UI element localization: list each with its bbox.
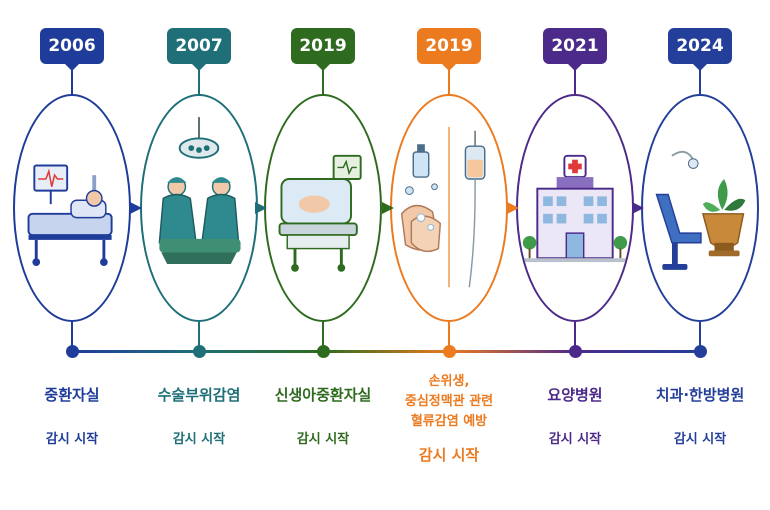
timeline-dot xyxy=(65,345,79,358)
connector xyxy=(71,70,73,96)
icu-bed-icon xyxy=(13,94,131,322)
year-badge: 2019 xyxy=(291,28,355,71)
connector xyxy=(198,70,200,96)
milestone-sub: 감시 시작 xyxy=(172,432,226,447)
year-badge: 2007 xyxy=(167,28,231,71)
connector xyxy=(448,70,450,96)
timeline-dot xyxy=(568,345,582,358)
milestone-sub: 감시 시작 xyxy=(548,432,602,447)
milestone-title: 치과·한방병원 xyxy=(655,386,745,404)
arrow-right-icon xyxy=(382,202,394,214)
connector xyxy=(198,322,200,350)
hospital-icon xyxy=(516,94,634,322)
arrow-right-icon xyxy=(130,202,142,214)
timeline-dot xyxy=(316,345,330,358)
connector xyxy=(699,70,701,96)
connector xyxy=(322,70,324,96)
milestone-nicu: 2019 신생아중환자실 감시 시작 xyxy=(261,0,385,510)
connector xyxy=(322,322,324,350)
connector xyxy=(699,322,701,350)
milestone-surgical-site: 2007 수술부위감염 감시 시작 xyxy=(137,0,261,510)
arrow-right-icon xyxy=(255,202,267,214)
handwash-iv-icon xyxy=(390,94,508,322)
milestone-sub: 감시 시작 xyxy=(673,432,727,447)
milestone-title-line: 혈류감염 예방 xyxy=(410,414,488,429)
connector xyxy=(574,70,576,96)
milestone-title: 신생아중환자실 xyxy=(274,386,372,404)
milestone-title-line: 손위생, xyxy=(428,374,470,389)
milestone-sub: 감시 시작 xyxy=(296,432,350,447)
dental-herbal-icon xyxy=(641,94,759,322)
milestone-title: 중환자실 xyxy=(44,386,100,404)
year-badge: 2006 xyxy=(40,28,104,71)
milestone-hand-hygiene: 2019 손위생, 중심정맥관 관련 혈류감염 예방 xyxy=(387,0,511,510)
milestone-dental-herbal: 2024 치과·한방병원 감시 시작 xyxy=(638,0,762,510)
incubator-icon xyxy=(264,94,382,322)
arrow-right-icon xyxy=(632,202,644,214)
milestone-nursing-hospital: 2021 요양병원 감시 시작 xyxy=(513,0,637,510)
milestone-icu: 2006 중환자실 감시 시작 xyxy=(10,0,134,510)
milestone-title: 수술부위감염 xyxy=(157,386,241,404)
milestone-title: 요양병원 xyxy=(547,386,603,404)
timeline-dot xyxy=(442,345,456,358)
connector xyxy=(71,322,73,350)
timeline-dot xyxy=(693,345,707,358)
milestone-sub: 감시 시작 xyxy=(418,446,480,464)
year-badge: 2024 xyxy=(668,28,732,71)
arrow-right-icon xyxy=(507,202,519,214)
connector xyxy=(448,322,450,350)
year-badge: 2021 xyxy=(543,28,607,71)
milestone-title: 손위생, 중심정맥관 관련 혈류감염 예방 xyxy=(367,372,531,432)
milestone-sub: 감시 시작 xyxy=(45,432,99,447)
timeline-dot xyxy=(192,345,206,358)
surgery-icon xyxy=(140,94,258,322)
connector xyxy=(574,322,576,350)
milestone-title-line: 중심정맥관 관련 xyxy=(404,394,494,409)
year-badge: 2019 xyxy=(417,28,481,71)
timeline-line xyxy=(70,350,702,353)
